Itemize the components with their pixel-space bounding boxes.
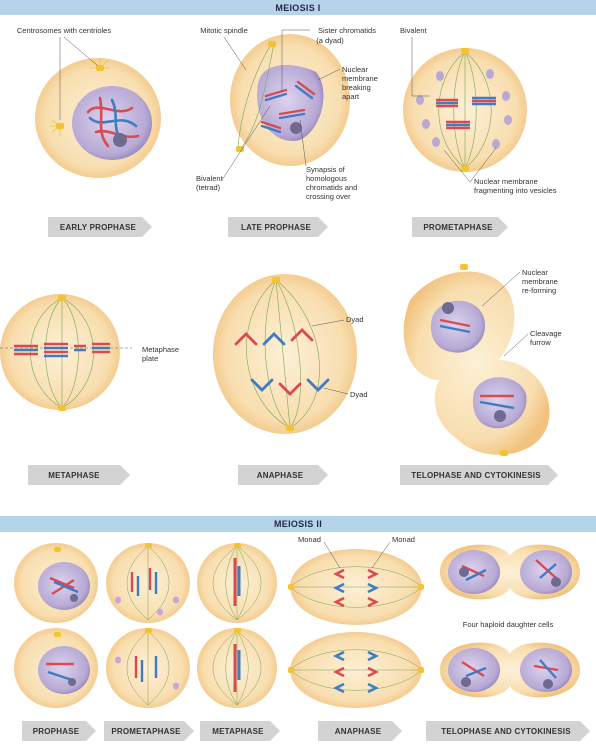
stage-label-prometaphase-2: PROMETAPHASE — [111, 727, 181, 736]
cell-late-prophase — [230, 34, 350, 166]
stage-label-metaphase: METAPHASE — [48, 471, 100, 480]
cell-prophase-2-top — [14, 543, 98, 623]
stage-label-early-prophase: EARLY PROPHASE — [60, 223, 137, 232]
stage-arrows-meiosis2: PROPHASE PROMETAPHASE METAPHASE ANAPHASE… — [22, 721, 590, 741]
arrow-late-prophase — [228, 217, 328, 237]
label-centrosomes: Centrosomes with centrioles — [17, 26, 111, 35]
cell-telophase-1 — [403, 264, 550, 456]
meiosis2-banner — [0, 516, 596, 532]
cell-prometaphase-1 — [403, 48, 527, 172]
arrow-prophase-2 — [22, 721, 96, 741]
arrow-anaphase — [238, 465, 328, 485]
label-synapsis-4: crossing over — [306, 192, 351, 201]
cell-metaphase-1 — [0, 294, 120, 411]
label-reforming-2: membrane — [522, 277, 558, 286]
stage-label-telophase: TELOPHASE AND CYTOKINESIS — [411, 471, 541, 480]
cell-prophase-2-bottom — [14, 628, 98, 708]
label-nm-breaking-2: membrane — [342, 74, 378, 83]
stage-label-prophase-2: PROPHASE — [33, 727, 80, 736]
meiosis2-cells — [14, 543, 580, 708]
meiosis1-title: MEIOSIS I — [275, 3, 320, 13]
cell-metaphase-2-top — [197, 543, 277, 623]
arrow-telophase — [400, 465, 558, 485]
labels-row2: Metaphase plate Dyad Dyad Nuclear membra… — [0, 268, 562, 399]
label-bivalent: Bivalent — [400, 26, 428, 35]
cell-prometaphase-2-top — [106, 543, 190, 623]
label-nm-breaking-3: breaking — [342, 83, 371, 92]
cell-early-prophase — [35, 58, 161, 178]
stage-label-anaphase-2: ANAPHASE — [335, 727, 382, 736]
stage-label-late-prophase: LATE PROPHASE — [241, 223, 311, 232]
labels-meiosis2: Monad Monad Four haploid daughter cells — [298, 535, 553, 629]
stage-arrows-row2: METAPHASE ANAPHASE TELOPHASE AND CYTOKIN… — [28, 465, 558, 485]
label-synapsis-2: homologous — [306, 174, 347, 183]
arrow-telophase-2 — [426, 721, 590, 741]
label-fragmenting-2: fragmenting into vesicles — [474, 186, 557, 195]
label-sister-chromatids-1: Sister chromatids — [318, 26, 376, 35]
label-metaphase-plate-2: plate — [142, 354, 158, 363]
arrow-prometaphase-2 — [104, 721, 194, 741]
arrow-prometaphase — [412, 217, 508, 237]
label-dyad-a: Dyad — [346, 315, 364, 324]
label-fragmenting-1: Nuclear membrane — [474, 177, 538, 186]
label-haploid-cells: Four haploid daughter cells — [463, 620, 554, 629]
label-reforming-1: Nuclear — [522, 268, 548, 277]
label-reforming-3: re-forming — [522, 286, 556, 295]
stage-label-telophase-2: TELOPHASE AND CYTOKINESIS — [441, 727, 571, 736]
cell-telophase-2-top — [440, 544, 580, 600]
cell-prometaphase-2-bottom — [106, 628, 190, 708]
arrow-anaphase-2 — [318, 721, 402, 741]
label-bivalent-tetrad-1: Bivalent — [196, 174, 224, 183]
arrow-metaphase — [28, 465, 130, 485]
meiosis2-title: MEIOSIS II — [274, 519, 322, 529]
stage-arrows-row1: EARLY PROPHASE LATE PROPHASE PROMETAPHAS… — [48, 217, 508, 237]
labels-row1: Centrosomes with centrioles Mitotic spin… — [17, 26, 557, 201]
label-bivalent-tetrad-2: (tetrad) — [196, 183, 221, 192]
label-monad-b: Monad — [392, 535, 415, 544]
arrow-early-prophase — [48, 217, 152, 237]
label-monad-a: Monad — [298, 535, 321, 544]
label-synapsis-1: Synapsis of — [306, 165, 346, 174]
stage-label-anaphase: ANAPHASE — [257, 471, 304, 480]
arrow-metaphase-2 — [200, 721, 280, 741]
label-dyad-b: Dyad — [350, 390, 368, 399]
stage-label-prometaphase: PROMETAPHASE — [423, 223, 493, 232]
stage-label-metaphase-2: METAPHASE — [212, 727, 264, 736]
cell-anaphase-2-bottom — [288, 632, 424, 708]
label-nm-breaking-4: apart — [342, 92, 360, 101]
cell-anaphase-2-top — [288, 549, 424, 625]
cell-telophase-2-bottom — [440, 642, 580, 698]
label-sister-chromatids-2: (a dyad) — [316, 36, 344, 45]
cell-anaphase-1 — [213, 274, 357, 434]
label-nm-breaking-1: Nuclear — [342, 65, 368, 74]
cell-metaphase-2-bottom — [197, 628, 277, 708]
label-synapsis-3: chromatids and — [306, 183, 357, 192]
meiosis1-banner — [0, 0, 596, 15]
label-metaphase-plate-1: Metaphase — [142, 345, 179, 354]
label-mitotic-spindle: Mitotic spindle — [200, 26, 248, 35]
label-cleavage-2: furrow — [530, 338, 551, 347]
label-cleavage-1: Cleavage — [530, 329, 562, 338]
